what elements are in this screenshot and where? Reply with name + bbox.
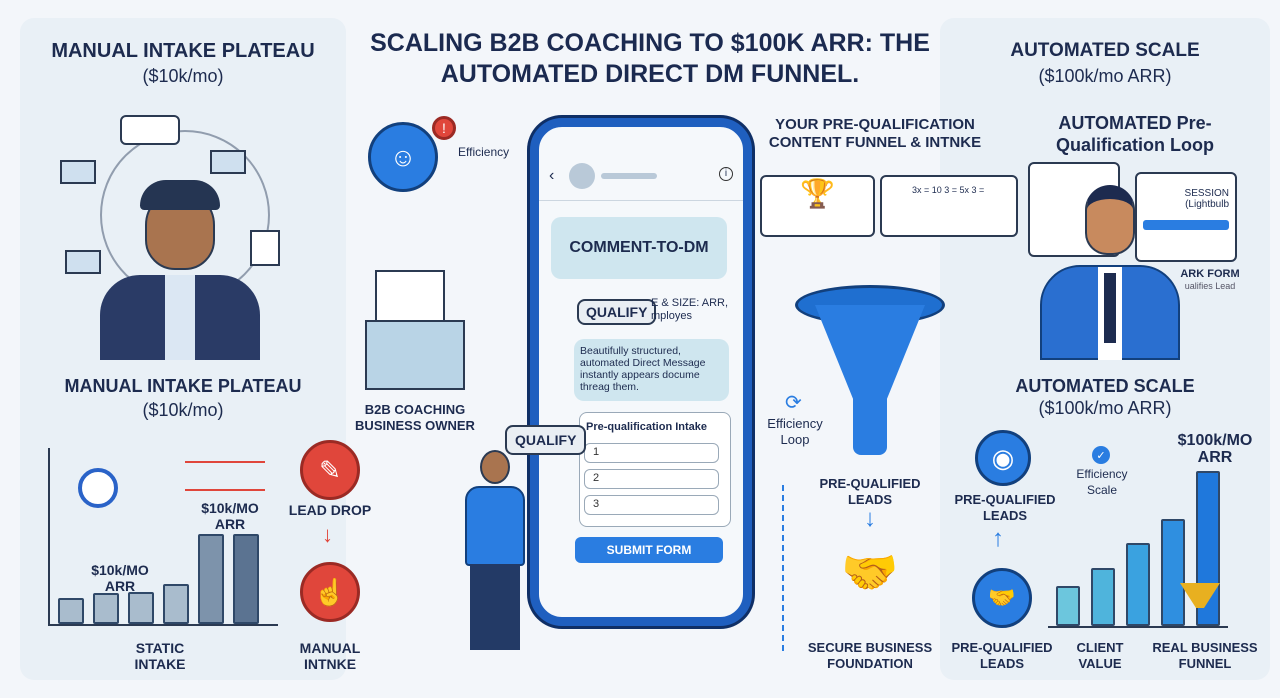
bar bbox=[198, 534, 224, 624]
session-window: SESSION (Lightbulb bbox=[1135, 172, 1237, 262]
submit-form-button[interactable]: SUBMIT FORM bbox=[575, 537, 723, 563]
bar bbox=[1056, 585, 1080, 626]
bar bbox=[1126, 543, 1150, 626]
right-subheading-2: ($100k/mo ARR) bbox=[1038, 398, 1172, 418]
check-icon: ✓ bbox=[1092, 446, 1110, 464]
handshake-stars-icon: 🤝 bbox=[972, 568, 1032, 628]
right-bar-label: $100k/MO ARR bbox=[1177, 432, 1253, 466]
phone-header: ‹ i bbox=[539, 155, 743, 201]
down-arrow-icon: ↓ bbox=[864, 505, 876, 532]
bar bbox=[1161, 519, 1185, 626]
right-heading-2: AUTOMATED SCALE bbox=[1015, 376, 1195, 396]
form-field-2[interactable]: 2 bbox=[584, 469, 719, 489]
email-icon bbox=[210, 150, 246, 174]
manual-intake-label: MANUAL INTNKE bbox=[299, 640, 361, 672]
back-icon[interactable]: ‹ bbox=[549, 167, 555, 184]
chat-icon bbox=[120, 115, 180, 145]
right-prequalified-label: PRE-QUALIFIED LEADS bbox=[954, 492, 1056, 523]
funnel-icon bbox=[795, 285, 945, 455]
right-heading: AUTOMATED SCALE bbox=[1010, 40, 1200, 61]
up-arrow-icon: ↑ bbox=[992, 525, 1004, 552]
bar bbox=[128, 591, 154, 624]
form-title: Pre-qualification Intake bbox=[586, 421, 708, 433]
down-arrow-icon: ↓ bbox=[322, 522, 333, 547]
bar bbox=[93, 593, 119, 624]
lead-drop-label: LEAD DROP bbox=[288, 502, 372, 518]
clipboard-icon: ✎ bbox=[300, 440, 360, 500]
phone-mockup: ‹ i COMMENT-TO-DM QUALIFY E & SIZE: ARR,… bbox=[530, 118, 752, 626]
bar-label-high: $10k/MO ARR bbox=[201, 500, 259, 532]
document-icon bbox=[250, 230, 280, 266]
page-title: SCALING B2B COACHING TO $100K ARR: THE A… bbox=[370, 29, 930, 88]
secure-foundation-label: SECURE BUSINESS FOUNDATION bbox=[807, 640, 933, 671]
alert-icon: ! bbox=[432, 116, 456, 140]
envelope-icon bbox=[365, 270, 465, 400]
efficiency-loop-label: Efficiency Loop bbox=[767, 416, 823, 447]
coach-figure bbox=[1040, 185, 1180, 360]
stopwatch-icon bbox=[78, 468, 118, 508]
form-field-3[interactable]: 3 bbox=[584, 495, 719, 515]
funnel-heading: YOUR PRE-QUALIFICATION CONTENT FUNNEL & … bbox=[768, 116, 982, 151]
overwhelmed-person-illustration bbox=[60, 110, 310, 360]
handshake-icon: 🤝 bbox=[841, 546, 899, 598]
qualify-speech-bubble: QUALIFY bbox=[505, 425, 587, 455]
efficiency-scale-label: Efficiency Scale bbox=[1076, 467, 1128, 497]
real-funnel-label: REAL BUSINESS FUNNEL bbox=[1152, 640, 1258, 671]
static-intake-label: STATIC INTAKE bbox=[134, 640, 186, 672]
form-label: ARK FORM bbox=[1180, 268, 1240, 280]
owner-label: B2B COACHING BUSINESS OWNER bbox=[355, 402, 475, 433]
prequalified-leads-label: PRE-QUALIFIED LEADS bbox=[819, 476, 921, 507]
partial-text: E & SIZE: ARR, mployes bbox=[651, 297, 729, 322]
left-subheading: ($10k/mo) bbox=[142, 66, 224, 86]
red-arrows-icon bbox=[185, 461, 265, 491]
loop-heading: AUTOMATED Pre-Qualification Loop bbox=[1056, 113, 1214, 155]
efficiency-label: Efficiency bbox=[458, 145, 510, 159]
refresh-icon: ⟳ bbox=[785, 392, 802, 414]
math-text: 3x = 10 3 = 5x 3 = bbox=[912, 185, 985, 195]
team-icon: ☺ bbox=[368, 122, 438, 192]
avatar bbox=[569, 163, 595, 189]
client-value-label: CLIENT VALUE bbox=[1076, 640, 1124, 671]
teaching-card: 3x = 10 3 = 5x 3 = bbox=[880, 175, 1018, 237]
bar bbox=[163, 584, 189, 624]
dashed-connector bbox=[782, 485, 784, 651]
bar bbox=[1091, 567, 1115, 626]
bar bbox=[233, 534, 259, 624]
left-bar-chart bbox=[48, 448, 278, 626]
session-text: SESSION (Lightbulb bbox=[1184, 188, 1229, 210]
click-hand-icon: ☝ bbox=[300, 562, 360, 622]
right-subheading: ($100k/mo ARR) bbox=[1038, 66, 1172, 86]
email-icon bbox=[65, 250, 101, 274]
trophy-chart-card: 🏆 bbox=[760, 175, 875, 237]
left-subheading-2: ($10k/mo) bbox=[142, 400, 224, 420]
right-prequalified-bottom: PRE-QUALIFIED LEADS bbox=[951, 640, 1053, 671]
brain-icon: ◉ bbox=[975, 430, 1031, 486]
dm-message: Beautifully structured, automated Direct… bbox=[574, 339, 729, 401]
form-field-1[interactable]: 1 bbox=[584, 443, 719, 463]
form-sublabel: ualifies Lead bbox=[1184, 281, 1236, 291]
bar bbox=[58, 598, 84, 624]
bar-label-low: $10k/MO ARR bbox=[91, 562, 149, 594]
left-heading: MANUAL INTAKE PLATEAU bbox=[51, 40, 315, 62]
qualify-tag: QUALIFY bbox=[577, 299, 657, 325]
comment-to-dm-bubble: COMMENT-TO-DM bbox=[551, 217, 727, 279]
left-heading-2: MANUAL INTAKE PLATEAU bbox=[64, 376, 302, 396]
email-icon bbox=[60, 160, 96, 184]
right-bar-chart bbox=[1048, 460, 1228, 628]
info-icon[interactable]: i bbox=[719, 167, 733, 181]
business-owner-figure bbox=[455, 450, 545, 650]
